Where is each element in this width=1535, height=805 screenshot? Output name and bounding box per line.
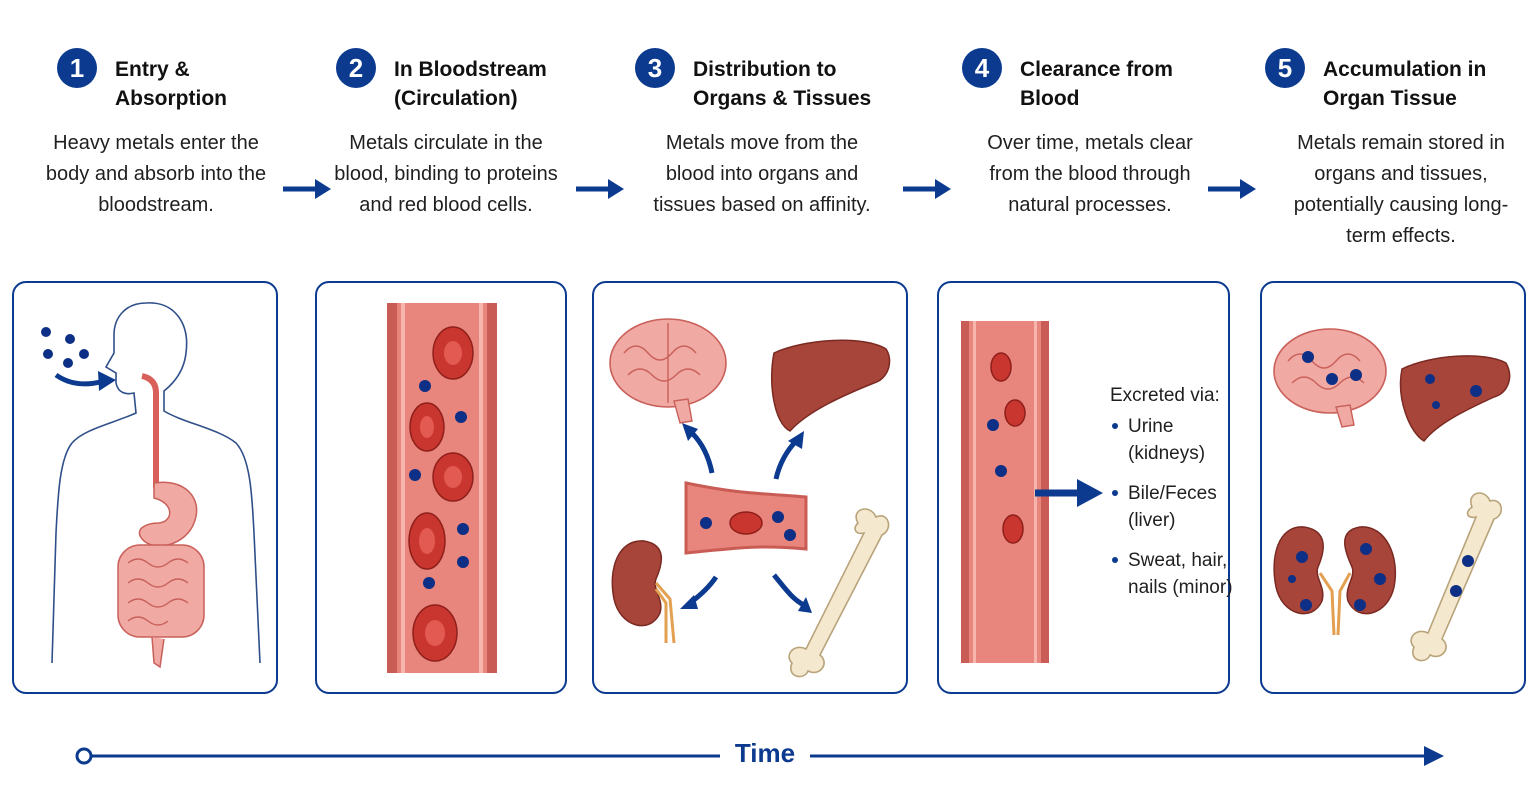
bone-icon xyxy=(788,508,890,678)
step-1-description: Heavy metals enter the body and absorb i… xyxy=(45,132,267,216)
panel-entry-absorption xyxy=(12,281,278,694)
intestines-icon xyxy=(117,544,205,669)
metal-particles-icon xyxy=(1288,351,1482,611)
step-number-badge: 1 xyxy=(57,48,97,88)
excretion-header: Excreted via: xyxy=(1110,385,1220,406)
timeline-label: Time xyxy=(720,738,810,769)
next-step-arrow-icon xyxy=(903,179,951,199)
bone-icon xyxy=(1410,492,1502,662)
step-number-badge: 4 xyxy=(962,48,1002,88)
liver-icon xyxy=(771,339,891,432)
panel-accumulation xyxy=(1260,281,1526,694)
brain-icon xyxy=(1273,328,1387,428)
red-blood-cell-icon xyxy=(990,352,1026,544)
step-4-description: Over time, metals clear from the blood t… xyxy=(987,132,1193,216)
excretion-arrow-icon xyxy=(1035,479,1103,507)
list-item: Sweat, hair, nails (minor) xyxy=(1110,547,1238,601)
human-silhouette-icon xyxy=(51,302,261,664)
esophagus-icon xyxy=(141,373,159,488)
liver-icon xyxy=(1399,355,1511,442)
next-step-arrow-icon xyxy=(576,179,624,199)
step-number-badge: 3 xyxy=(635,48,675,88)
inhalation-arrow-icon xyxy=(54,372,105,387)
next-step-arrow-icon xyxy=(1208,179,1256,199)
kidney-icon xyxy=(611,540,676,644)
brain-icon xyxy=(609,318,727,424)
metal-particles-icon xyxy=(700,511,796,541)
step-number-badge: 2 xyxy=(336,48,376,88)
step-5-description: Metals remain stored in organs and tissu… xyxy=(1293,132,1509,247)
stomach-icon xyxy=(138,481,198,547)
list-item: Bile/Feces (liver) xyxy=(1110,480,1238,534)
step-number-badge: 5 xyxy=(1265,48,1305,88)
step-title: Entry &Absorption xyxy=(115,58,227,110)
step-3-description: Metals move from the blood into organs a… xyxy=(653,132,871,216)
step-title: In Bloodstream(Circulation) xyxy=(394,58,547,110)
panel-distribution xyxy=(592,281,908,694)
metal-particles-icon xyxy=(409,380,469,589)
panel-bloodstream xyxy=(315,281,567,694)
metal-particles-icon xyxy=(41,327,89,368)
step-2-description: Metals circulate in the blood, binding t… xyxy=(334,132,558,216)
next-step-arrow-icon xyxy=(283,179,331,199)
metal-particles-icon xyxy=(987,419,1007,477)
excretion-list: Excreted via: Urine (kidneys) Bile/Feces… xyxy=(1110,382,1238,614)
kidney-icon xyxy=(1273,526,1397,636)
list-item: Urine (kidneys) xyxy=(1110,413,1238,467)
blood-vessel-icon xyxy=(684,481,808,555)
panel-clearance xyxy=(937,281,1230,694)
